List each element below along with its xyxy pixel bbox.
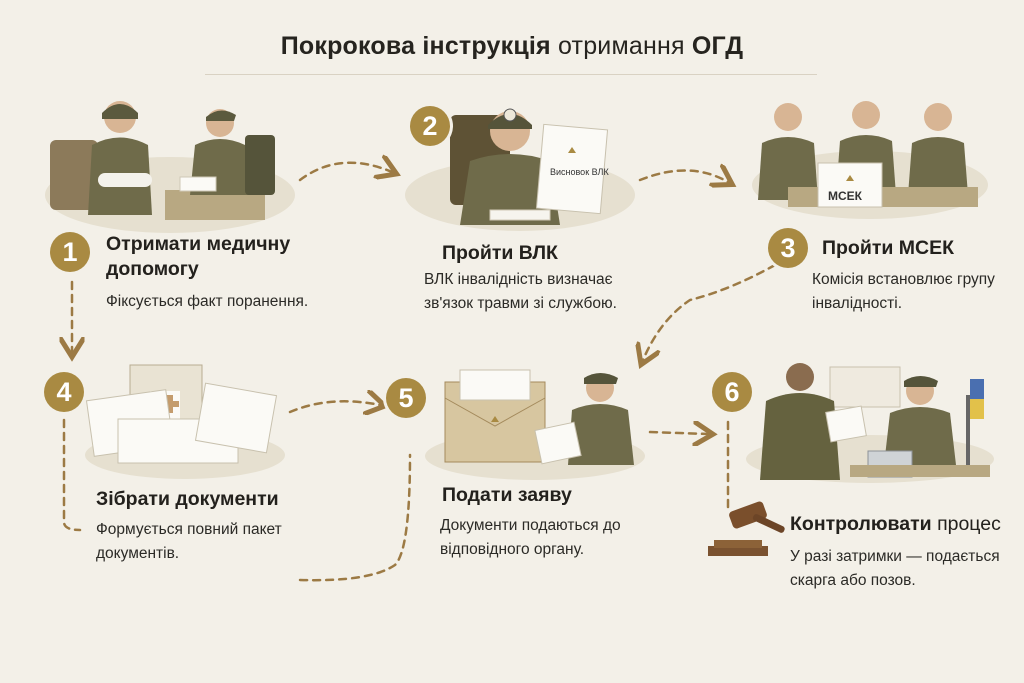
loop-bottom <box>298 453 412 582</box>
step-4-badge: 4 <box>44 372 84 412</box>
step-2-title: Пройти ВЛК <box>442 242 558 264</box>
title-divider <box>205 74 817 75</box>
step-3-illustration: МСЕК <box>752 101 988 219</box>
arrow-5-to-6 <box>648 432 708 434</box>
step-3-description: Комісія встановлює групу інвалідності. <box>812 271 995 312</box>
loop-4-to-5 <box>62 418 82 532</box>
gavel-icon <box>708 501 785 556</box>
step-2-description: ВЛК інвалідність визначає зв'язок травми… <box>424 271 617 312</box>
step-6-title-normal: процес <box>937 513 1001 535</box>
step-5-title: Подати заяву <box>442 484 572 506</box>
step-5-illustration <box>425 369 645 480</box>
step-4-description: Формується повний пакет документів. <box>96 521 282 562</box>
step-1-illustration <box>45 101 295 233</box>
step-6-illustration <box>746 363 994 483</box>
title-bold-end: ОГД <box>691 32 744 60</box>
step-3-badge: 3 <box>768 228 808 268</box>
page-title: Покрокова інструкція отримання ОГД <box>0 32 1024 61</box>
step-1-badge: 1 <box>50 232 90 272</box>
step-3-title: Пройти МСЕК <box>822 237 955 259</box>
step-1-title: Отримати медичну допомогу <box>106 233 291 280</box>
title-bold-part: Покрокова інструкція <box>280 32 551 60</box>
step-2-illustration: Висновок ВЛК <box>405 108 635 231</box>
arrow-1-to-2 <box>298 163 392 182</box>
step-2-badge: 2 <box>410 106 450 146</box>
step-1-description: Фіксується факт поранення. <box>106 293 309 310</box>
step-6-title-bold: Контролювати <box>790 513 932 535</box>
arrow-3-to-5 <box>643 263 777 360</box>
step-6-description: У разі затримки — подається скарга або п… <box>790 548 1000 589</box>
step-6-badge: 6 <box>712 372 752 412</box>
vlk-doc-label: Висновок ВЛК <box>550 167 609 177</box>
arrow-2-to-3 <box>638 170 728 182</box>
step-5-description: Документи подаються до відповідного орга… <box>440 517 621 558</box>
arrow-4-to-5 <box>288 401 380 412</box>
msek-sign-label: МСЕК <box>828 189 863 203</box>
title-normal-part: отримання <box>557 32 685 60</box>
step-4-title: Зібрати документи <box>96 488 279 510</box>
step-4-illustration <box>85 364 285 479</box>
step-6-title: Контролювати процес <box>790 512 1020 537</box>
step-5-badge: 5 <box>386 378 426 418</box>
